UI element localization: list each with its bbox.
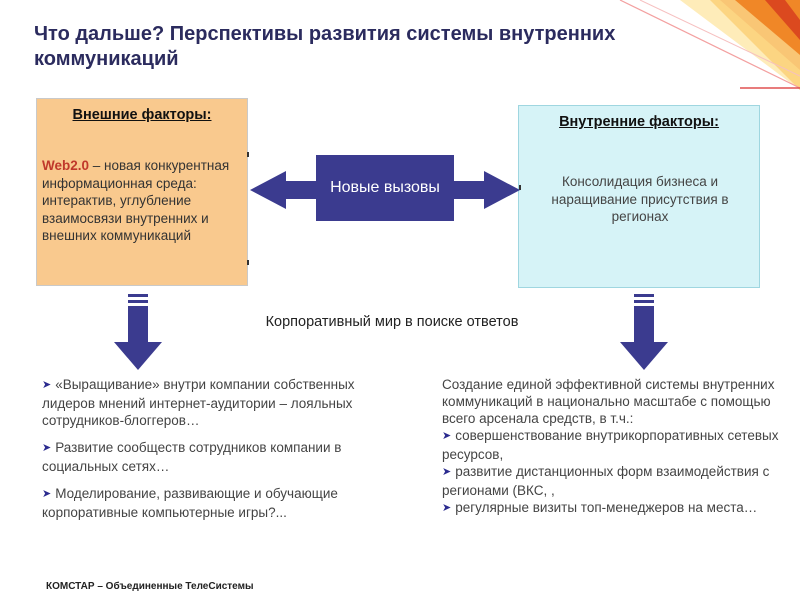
check-bullet-icon: ➤ — [42, 379, 52, 391]
footer-company: КОМСТАР – Объединенные ТелеСистемы — [46, 581, 254, 592]
check-bullet-icon: ➤ — [42, 442, 52, 454]
internal-factors-box: Внутренние факторы: Консолидация бизнеса… — [518, 105, 760, 288]
left-list: ➤«Выращивание» внутри компании собственн… — [42, 376, 402, 531]
external-factors-description: – новая конкурентная информационная сред… — [42, 158, 230, 243]
list-item: ➤развитие дистанционных форм взаимодейст… — [442, 464, 770, 498]
web20-label: Web2.0 — [42, 158, 90, 173]
right-intro: Создание единой эффективной системы внут… — [442, 377, 775, 426]
list-item: ➤совершенствование внутрикорпоративных с… — [442, 428, 779, 462]
box-marker — [247, 260, 249, 265]
list-item: ➤регулярные визиты топ-менеджеров на мес… — [442, 500, 758, 515]
check-bullet-icon: ➤ — [442, 502, 452, 514]
internal-factors-heading: Внутренние факторы: — [559, 114, 719, 130]
external-factors-box: Внешние факторы: Web2.0 – новая конкурен… — [36, 98, 248, 286]
list-item: ➤«Выращивание» внутри компании собственн… — [42, 377, 355, 428]
box-marker — [247, 152, 249, 157]
corner-decoration — [619, 0, 800, 90]
check-bullet-icon: ➤ — [442, 466, 452, 478]
list-item: ➤Моделирование, развивающие и обучающие … — [42, 486, 338, 520]
list-item: ➤Развитие сообществ сотрудников компании… — [42, 440, 342, 474]
new-challenges-box: Новые вызовы — [316, 155, 454, 221]
box-marker — [519, 185, 521, 190]
check-bullet-icon: ➤ — [42, 488, 52, 500]
internal-factors-text: Консолидация бизнеса и наращивание прису… — [551, 174, 729, 224]
external-factors-text: Web2.0 – новая конкурентная информационн… — [42, 157, 246, 245]
down-arrow-icon — [114, 294, 162, 370]
external-factors-heading: Внешние факторы: — [72, 107, 212, 123]
down-arrow-icon — [620, 294, 668, 370]
check-bullet-icon: ➤ — [442, 430, 452, 442]
right-list: Создание единой эффективной системы внут… — [442, 376, 782, 518]
slide-title: Что дальше? Перспективы развития системы… — [34, 23, 616, 70]
center-caption: Корпоративный мир в поиске ответов — [265, 314, 519, 330]
